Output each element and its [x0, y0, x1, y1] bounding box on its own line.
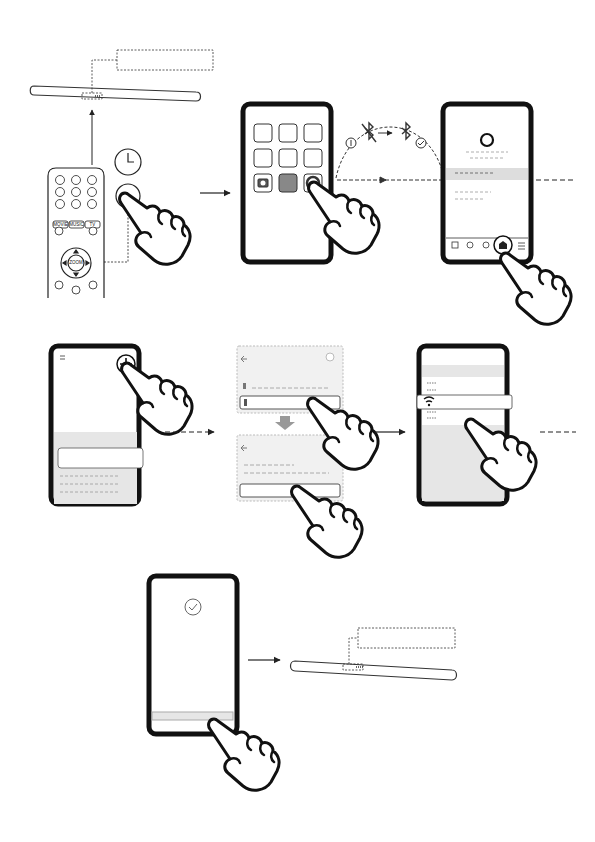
button-label: ZOOM [69, 261, 83, 266]
button-label: MOVIE [53, 222, 68, 227]
button-label: TV [90, 222, 96, 227]
button-label: MUSIC [69, 222, 84, 227]
